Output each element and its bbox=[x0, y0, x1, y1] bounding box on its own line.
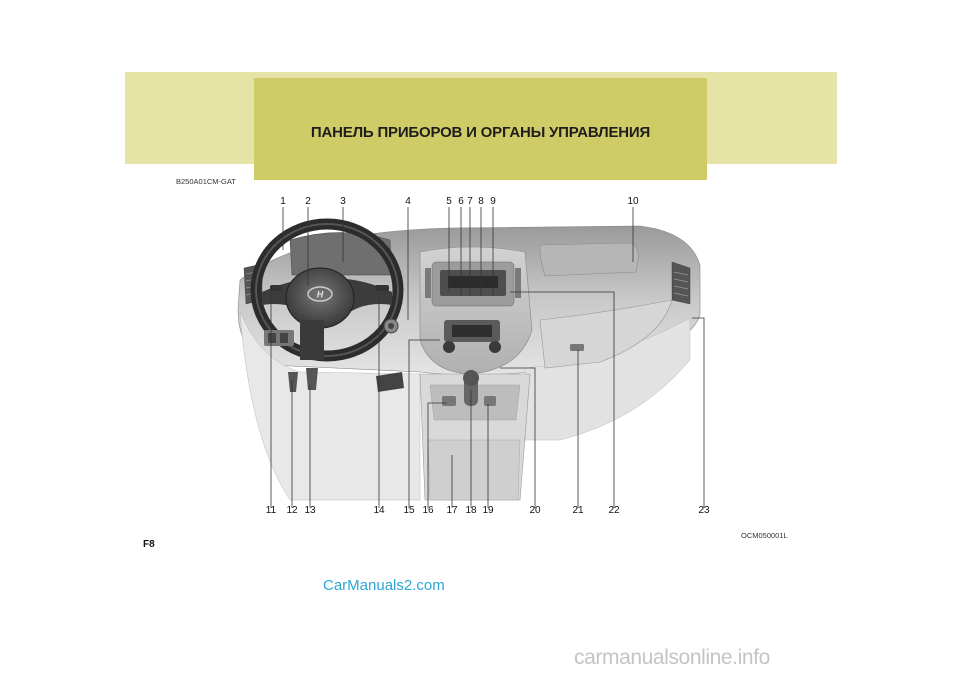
callout-12: 12 bbox=[286, 505, 298, 516]
figure-code-top: B250A01CM-GAT bbox=[176, 177, 236, 186]
figure-code-bottom: OCM050001L bbox=[741, 531, 788, 540]
callout-15: 15 bbox=[403, 505, 415, 516]
callout-5: 5 bbox=[446, 196, 452, 207]
callout-6: 6 bbox=[458, 196, 464, 207]
callout-20: 20 bbox=[529, 505, 541, 516]
callout-19: 19 bbox=[482, 505, 494, 516]
callout-23: 23 bbox=[698, 505, 710, 516]
callout-14: 14 bbox=[373, 505, 385, 516]
callout-10: 10 bbox=[627, 196, 639, 207]
callout-17: 17 bbox=[446, 505, 458, 516]
header-band-dark bbox=[254, 78, 707, 180]
callout-13: 13 bbox=[304, 505, 316, 516]
svg-text:H: H bbox=[317, 290, 324, 300]
page-number: F8 bbox=[143, 539, 155, 550]
callout-22: 22 bbox=[608, 505, 620, 516]
callout-8: 8 bbox=[478, 196, 484, 207]
callout-9: 9 bbox=[490, 196, 496, 207]
callout-1: 1 bbox=[280, 196, 286, 207]
page-title: ПАНЕЛЬ ПРИБОРОВ И ОРГАНЫ УПРАВЛЕНИЯ bbox=[310, 124, 651, 141]
callout-3: 3 bbox=[340, 196, 346, 207]
callout-21: 21 bbox=[572, 505, 584, 516]
callout-11: 11 bbox=[265, 505, 277, 516]
watermark-carmanualsonline: carmanualsonline.info bbox=[574, 646, 770, 669]
callout-7: 7 bbox=[467, 196, 473, 207]
callout-2: 2 bbox=[305, 196, 311, 207]
callout-18: 18 bbox=[465, 505, 477, 516]
callout-4: 4 bbox=[405, 196, 411, 207]
callout-16: 16 bbox=[422, 505, 434, 516]
watermark-link-carmanuals2[interactable]: CarManuals2.com bbox=[323, 577, 445, 594]
